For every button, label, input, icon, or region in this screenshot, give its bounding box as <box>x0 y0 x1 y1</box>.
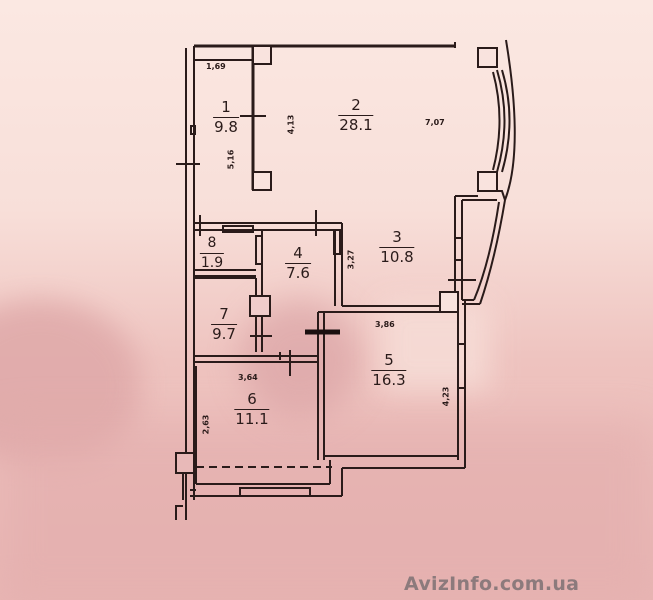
room-7-number: 7 <box>219 305 229 323</box>
dim-room5-length: 4,23 <box>441 386 451 407</box>
room-1-label: 1 9.8 <box>213 98 239 136</box>
room-2-number: 2 <box>351 96 361 114</box>
room-5-label: 5 16.3 <box>371 351 407 389</box>
watermark: AvizInfo.com.ua <box>404 573 580 595</box>
room-3-area: 10.8 <box>379 247 415 266</box>
room-4-area: 7.6 <box>285 263 311 282</box>
room-7-label: 7 9.7 <box>211 305 237 343</box>
dim-room4-width: 3,27 <box>346 249 356 270</box>
paper-shadow-center <box>240 300 360 420</box>
dim-room2-length: 7,07 <box>425 118 445 127</box>
room-2-area: 28.1 <box>338 115 374 134</box>
room-3-number: 3 <box>392 228 402 246</box>
room-1-area: 9.8 <box>213 117 239 136</box>
dim-room2-depth: 4,13 <box>286 114 296 135</box>
room-6-number: 6 <box>247 390 257 408</box>
paper-glare <box>380 300 490 390</box>
room-8-label: 8 1.9 <box>199 234 225 272</box>
room-5-area: 16.3 <box>371 370 407 389</box>
dim-room1-length: 5,16 <box>226 149 236 170</box>
dim-room1-width: 1,69 <box>206 62 226 71</box>
room-3-label: 3 10.8 <box>379 228 415 266</box>
room-8-area: 1.9 <box>199 253 225 271</box>
room-1-number: 1 <box>221 98 231 116</box>
room-5-number: 5 <box>384 351 394 369</box>
paper-shadow-bottom <box>0 420 653 600</box>
room-4-label: 4 7.6 <box>285 244 311 282</box>
room-7-area: 9.7 <box>211 324 237 343</box>
room-8-number: 8 <box>207 235 217 251</box>
room-2-label: 2 28.1 <box>338 96 374 134</box>
room-6-area: 11.1 <box>234 409 270 428</box>
room-4-number: 4 <box>293 244 303 262</box>
dim-room6-width: 3,64 <box>238 373 258 382</box>
room-6-label: 6 11.1 <box>234 390 270 428</box>
dim-room6-length: 2,63 <box>201 414 211 435</box>
dim-room5-width: 3,86 <box>375 320 395 329</box>
